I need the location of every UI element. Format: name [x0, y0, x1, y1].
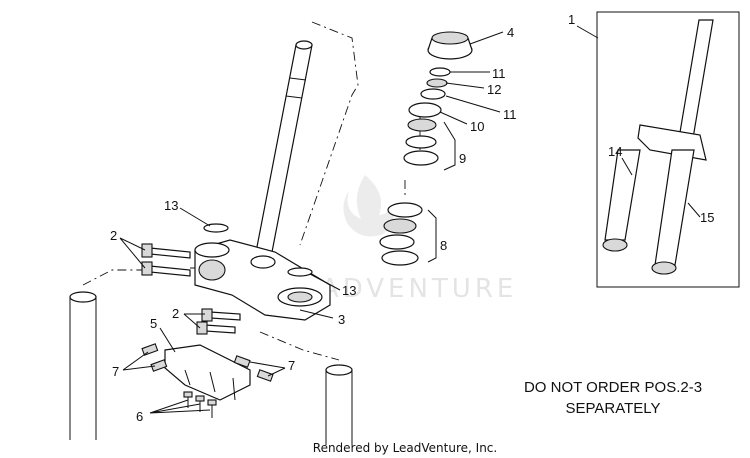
fork-tube-left: [69, 291, 97, 440]
lower-triple-clamp: [194, 239, 331, 321]
clips-left: [141, 343, 168, 372]
bracket-8: [427, 209, 437, 263]
label-6: 6: [136, 409, 143, 424]
label-1: 1: [568, 12, 575, 27]
clips-right: [233, 355, 274, 382]
label-15: 15: [700, 210, 714, 225]
clamp-bolts-lower: [196, 308, 241, 335]
label-2-lower: 2: [172, 306, 179, 321]
clamp-bolts-upper: [141, 243, 191, 277]
label-2-upper: 2: [110, 228, 117, 243]
label-12: 12: [487, 82, 501, 97]
note-line-2: SEPARATELY: [565, 400, 660, 417]
label-13-lower: 13: [342, 283, 356, 298]
o-ring-upper: [203, 223, 229, 233]
label-10: 10: [470, 119, 484, 134]
label-14: 14: [608, 144, 622, 159]
lower-bearing-stack: [379, 202, 423, 266]
o-ring-lower: [287, 267, 313, 277]
note-line-1: DO NOT ORDER POS.2-3: [524, 379, 702, 396]
label-13-upper: 13: [164, 198, 178, 213]
label-7-left: 7: [112, 364, 119, 379]
upper-bearing-stack: [403, 31, 473, 166]
steering-stem: [255, 40, 313, 253]
label-9: 9: [459, 151, 466, 166]
bracket-9: [443, 121, 456, 171]
label-11-lower: 11: [503, 107, 517, 122]
mounting-bracket: [164, 344, 251, 401]
label-3: 3: [338, 312, 345, 327]
rendered-by-footer: Rendered by LeadVenture, Inc.: [313, 441, 497, 455]
label-8: 8: [440, 238, 447, 253]
fork-assembly-box: [596, 11, 740, 288]
fork-leg-left: [604, 149, 641, 241]
leader-lines: [119, 25, 701, 414]
label-7-right: 7: [288, 358, 295, 373]
label-11-upper: 11: [492, 66, 506, 81]
fork-leg-right: [654, 149, 695, 266]
label-5: 5: [150, 316, 157, 331]
fork-tube-right: [325, 364, 353, 445]
label-4: 4: [507, 25, 514, 40]
